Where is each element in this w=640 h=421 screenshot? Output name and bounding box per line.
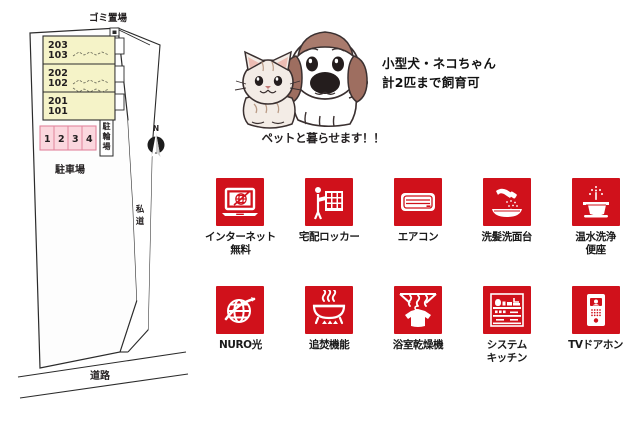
- feature-nuro-fiber: NURO光: [196, 284, 285, 392]
- unit-label-203: 203: [48, 40, 68, 51]
- feature-label-line2: 便座: [585, 243, 606, 256]
- compass-north-icon: N: [147, 124, 165, 157]
- feature-tv-intercom: TVドアホン: [551, 284, 640, 392]
- bicycle-parking-area: 駐 輪 場: [99, 119, 114, 157]
- bicycle-parking-char-1: 駐: [103, 121, 111, 131]
- pet-rule-line-2: 計2匹まで飼育可: [382, 75, 480, 90]
- feature-delivery-locker: 宅配ロッカー: [285, 176, 374, 284]
- parking-stall-4: 4: [86, 134, 93, 145]
- parking-lot-label: 駐車場: [55, 163, 85, 176]
- garbage-area-label: ゴミ置場: [89, 12, 128, 24]
- feature-label-line1: インターネット: [205, 231, 276, 243]
- apartment-building: [42, 35, 125, 121]
- feature-label-line2: キッチン: [486, 351, 528, 364]
- unit-label-201: 201: [48, 96, 68, 107]
- feature-label-line2: 無料: [230, 243, 251, 256]
- private-road-label: 私 道: [135, 204, 145, 227]
- unit-label-103: 103: [48, 50, 68, 61]
- feature-icon-grid: インターネット 無料 宅配ロッカー: [196, 176, 640, 392]
- public-road: [17, 351, 189, 399]
- pet-allowed-banner: ペットと暮らせます！！ 小型犬・ネコちゃん 計2匹まで飼育可: [222, 26, 632, 156]
- washlet-toilet-icon: [571, 178, 620, 226]
- unit-label-102: 102: [48, 78, 68, 89]
- cat-figure: [234, 50, 302, 129]
- pet-tagline: ペットと暮らせます！！: [261, 131, 385, 145]
- feature-air-conditioner: エアコン: [374, 176, 463, 284]
- beagle-dog-figure: [282, 31, 368, 128]
- feature-label-shampoo-sink: 洗髪洗面台: [481, 231, 533, 243]
- private-road-char-2: 道: [136, 216, 145, 227]
- feature-bath-reheat: 追焚機能: [285, 284, 374, 392]
- bicycle-parking-char-3: 場: [103, 141, 111, 151]
- feature-label-air-conditioner: エアコン: [397, 231, 439, 243]
- feature-label-delivery-locker: 宅配ロッカー: [298, 231, 360, 243]
- feature-bathroom-dryer: 浴室乾燥機: [374, 284, 463, 392]
- feature-system-kitchen: システム キッチン: [462, 284, 551, 392]
- laptop-internet-icon: [216, 178, 265, 226]
- parking-stall-3: 3: [72, 134, 79, 145]
- bathroom-dryer-icon: [393, 286, 442, 334]
- cat-and-beagle-illustration: [222, 26, 400, 136]
- private-road-strip: [128, 120, 152, 330]
- feature-label-bathroom-dryer: 浴室乾燥機: [392, 339, 444, 351]
- tv-intercom-icon: [571, 286, 620, 334]
- pet-rule-line-1: 小型犬・ネコちゃん: [382, 56, 497, 71]
- unit-label-101: 101: [48, 106, 68, 117]
- site-plan-map: 203 103 202 102 201 101 ゴミ置場 1: [0, 0, 196, 421]
- feature-label-nuro-fiber: NURO光: [218, 339, 262, 351]
- garbage-area-marker: [109, 27, 151, 46]
- parking-stall-2: 2: [58, 134, 65, 145]
- delivery-locker-icon: [305, 178, 354, 226]
- parking-stalls: 1 2 3 4: [39, 125, 97, 151]
- unit-number-labels: 203 103 202 102 201 101: [48, 40, 68, 117]
- feature-label-system-kitchen: システム キッチン: [463, 339, 551, 364]
- feature-label-internet-free: インターネット 無料: [196, 231, 284, 256]
- public-road-label: 道路: [90, 369, 111, 382]
- bath-reheat-icon: [305, 286, 354, 334]
- shampoo-sink-icon: [482, 178, 531, 226]
- pet-rules: 小型犬・ネコちゃん 計2匹まで飼育可: [382, 54, 496, 92]
- feature-washlet-toilet: 温水洗浄 便座: [551, 176, 640, 284]
- nuro-globe-icon: [216, 286, 265, 334]
- feature-label-bath-reheat: 追焚機能: [308, 339, 350, 351]
- parking-stall-1: 1: [44, 134, 51, 145]
- private-road-char-1: 私: [135, 204, 145, 215]
- bicycle-parking-char-2: 輪: [103, 131, 112, 141]
- feature-label-tv-intercom: TVドアホン: [568, 339, 624, 351]
- unit-label-202: 202: [48, 68, 68, 79]
- air-conditioner-icon: [393, 178, 442, 226]
- feature-label-washlet-toilet: 温水洗浄 便座: [552, 231, 640, 256]
- feature-shampoo-sink: 洗髪洗面台: [462, 176, 551, 284]
- compass-north-letter: N: [153, 124, 159, 133]
- system-kitchen-icon: [482, 286, 531, 334]
- feature-label-line1: 温水洗浄: [575, 231, 616, 243]
- feature-label-line1: システム: [486, 339, 527, 351]
- feature-internet-free: インターネット 無料: [196, 176, 285, 284]
